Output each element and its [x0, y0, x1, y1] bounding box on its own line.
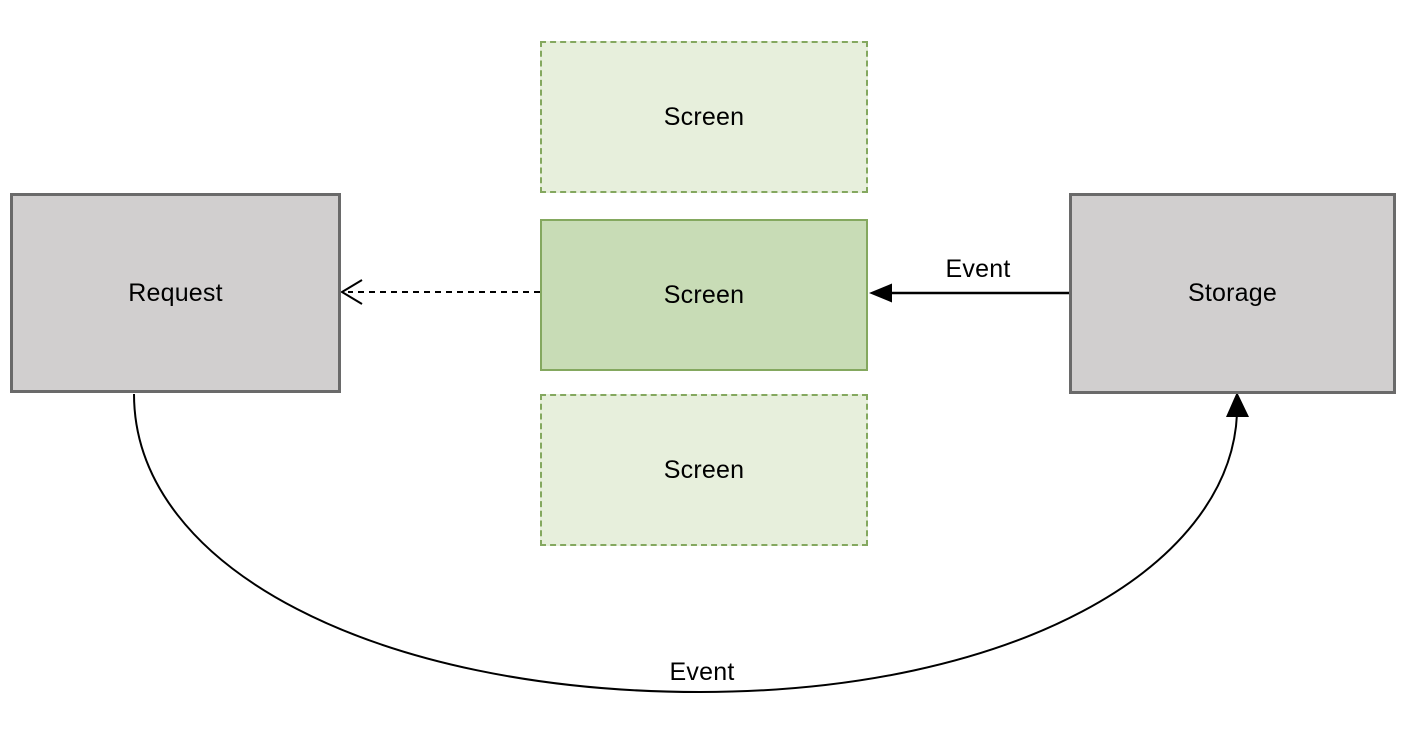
event-label-curved-arrow: Event [669, 658, 735, 686]
storage-node-label: Storage [1188, 279, 1277, 307]
screen-node-active-label: Screen [663, 280, 745, 309]
event-label-storage-arrow: Event [945, 255, 1011, 283]
storage-node: Storage [1069, 193, 1396, 394]
screen-node-bottom: Screen [540, 394, 868, 546]
request-node-label: Request [128, 278, 223, 307]
request-node: Request [10, 193, 341, 393]
screen-node-top-label: Screen [663, 102, 745, 131]
screen-node-bottom-label: Screen [663, 455, 745, 484]
screen-node-active: Screen [540, 219, 868, 371]
dashed-arrow-screen-to-request [340, 279, 540, 305]
solid-arrow-storage-to-screen [869, 283, 1069, 303]
screen-node-top: Screen [540, 41, 868, 193]
